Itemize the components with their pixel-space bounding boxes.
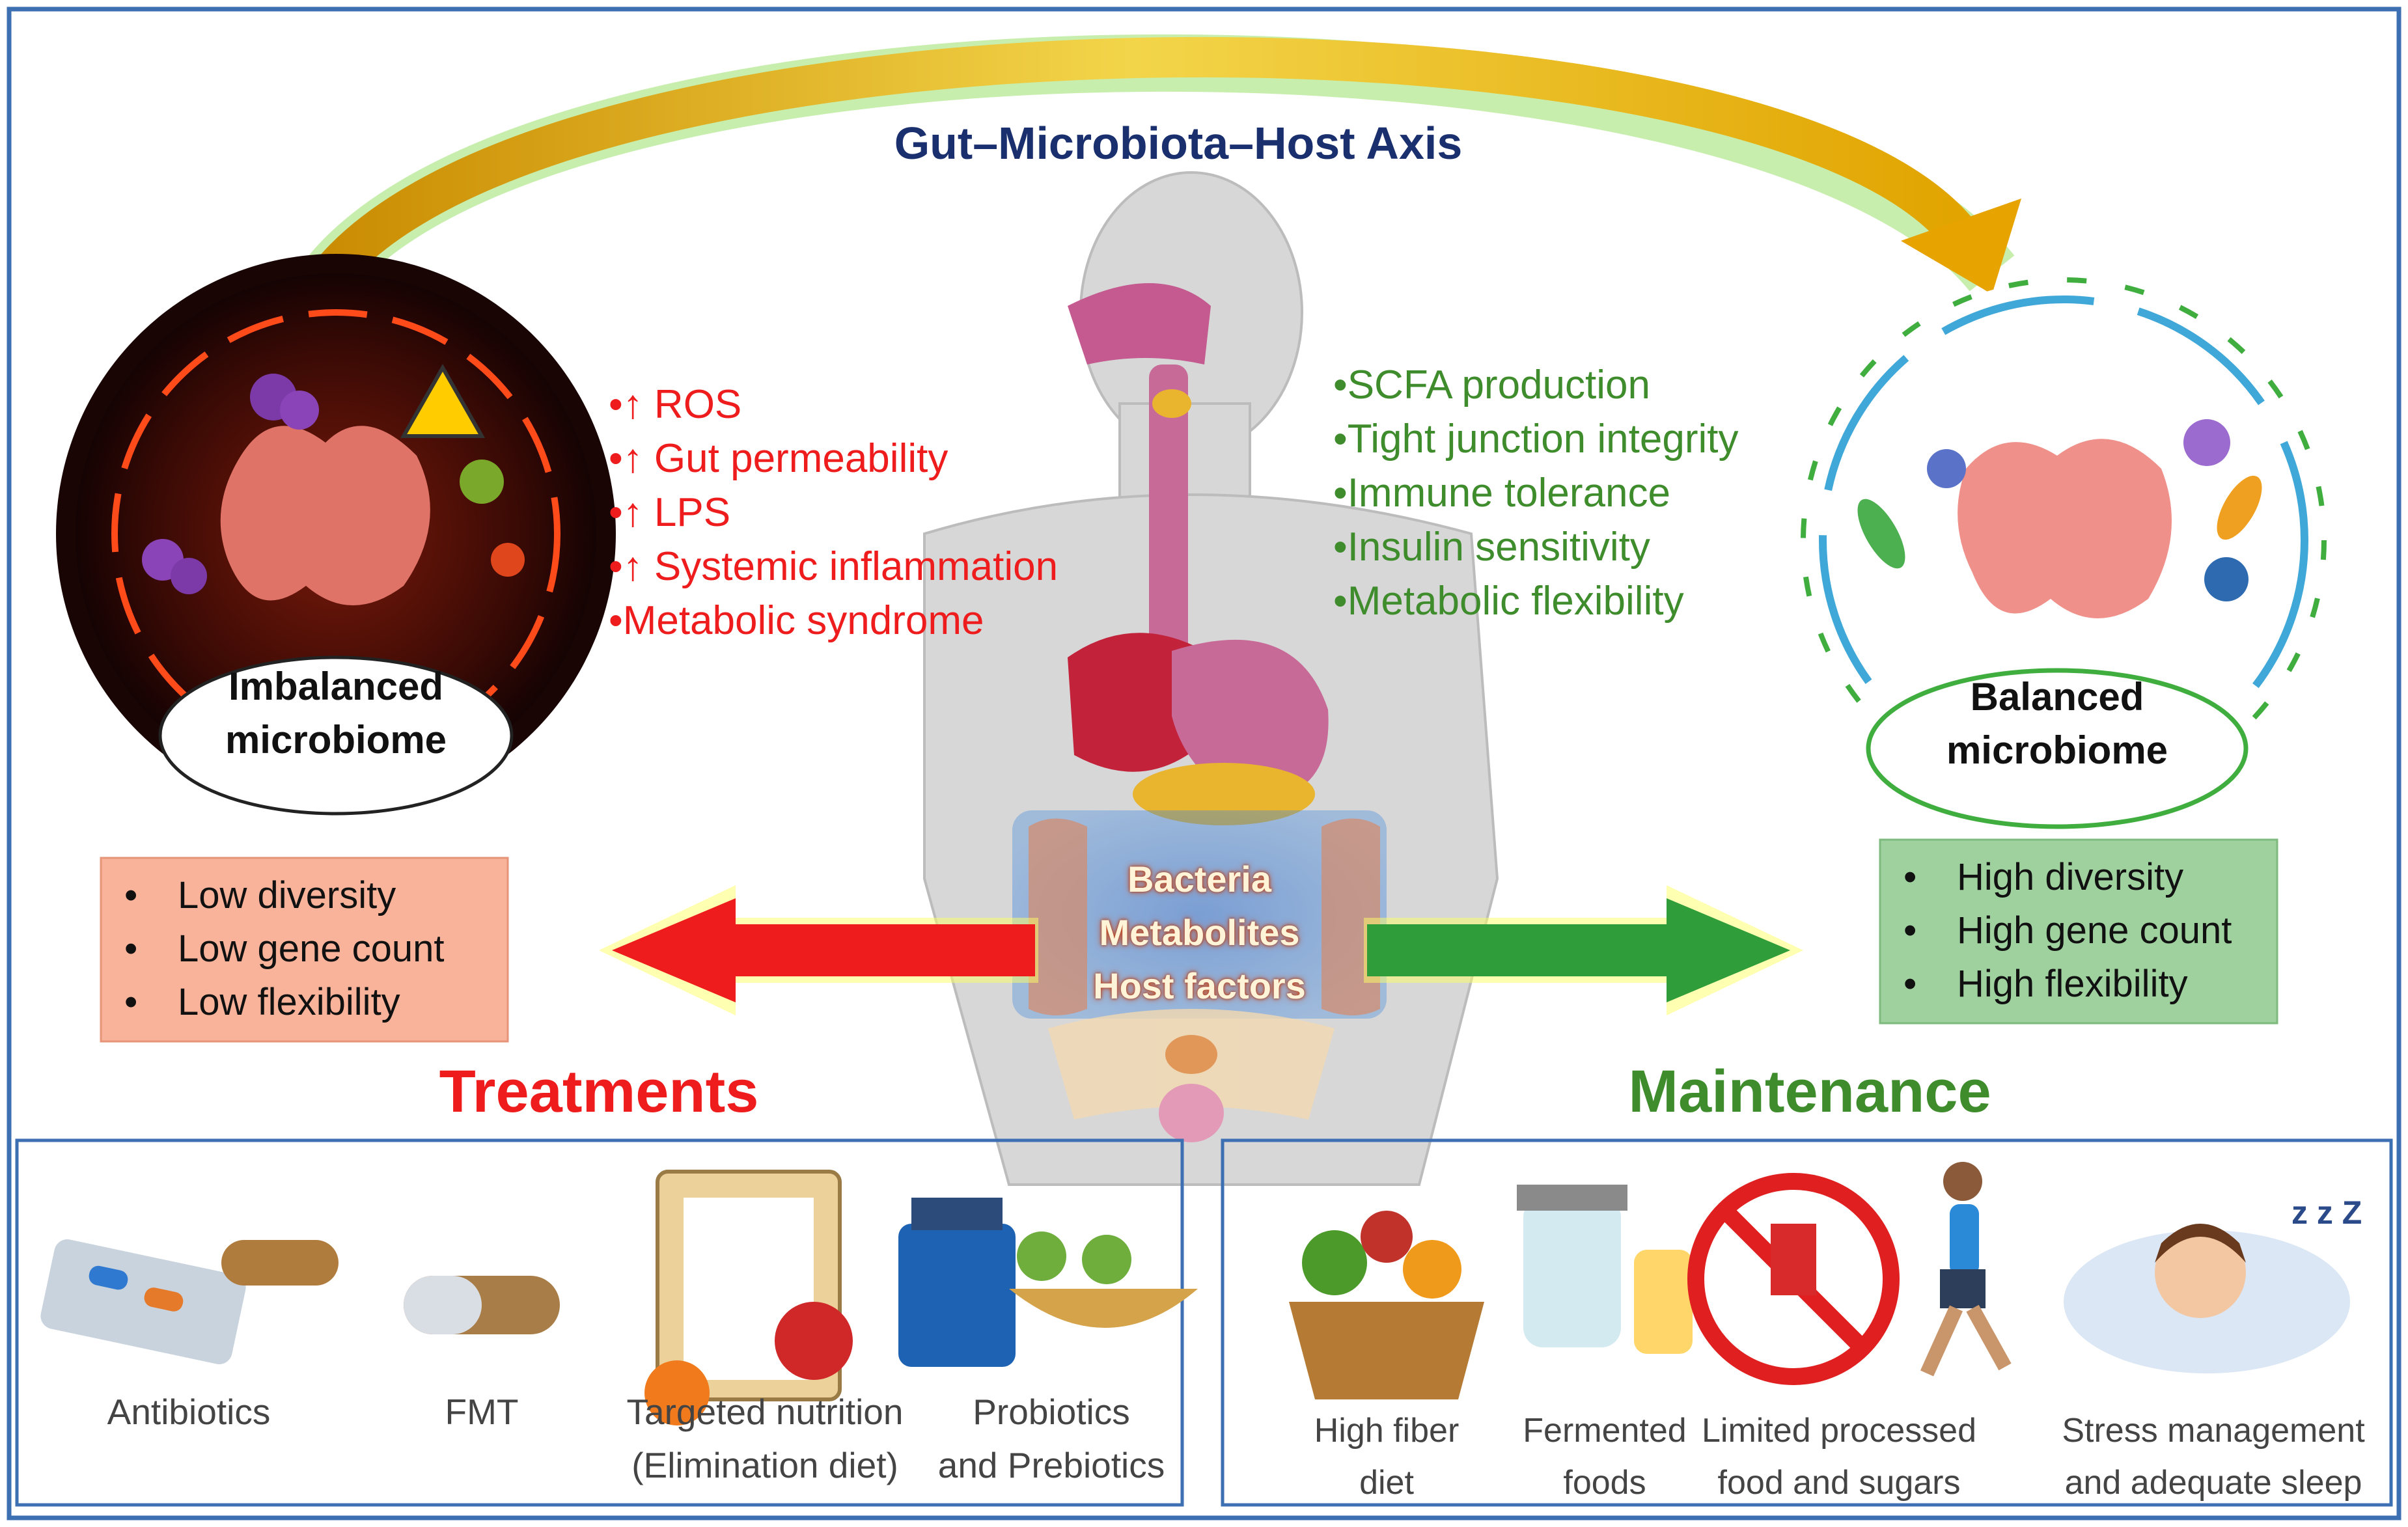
effect-immune-tolerance: •Immune tolerance [1333,471,1670,516]
imbalanced-microbiome-circle [56,254,616,816]
effect-lps: •↑ LPS [609,490,731,535]
no-processed-food-icon [1687,1173,1900,1385]
imbalanced-traits-list: Low diversity Low gene count Low flexibi… [101,869,445,1029]
outer-frame [7,7,2401,1520]
sleeping-person-icon: z z Z [2064,1194,2362,1373]
maintenance-panel [1221,1138,2393,1507]
digestive-tract [1068,283,1329,825]
fmt-capsule-icon [404,1276,560,1334]
maintenance-fermented-line1: Fermented [1523,1412,1687,1450]
trait-low-diversity: Low diversity [101,869,445,922]
top-arc-arrow [280,34,2021,325]
center-microbiome-panel [1012,810,1387,1019]
effect-insulin-sensitivity: •Insulin sensitivity [1333,525,1650,570]
fermented-jar-icon [1517,1185,1693,1354]
treatment-targeted-nutrition-line1: Targeted nutrition [626,1392,904,1432]
maintenance-limited-processed-line1: Limited processed [1702,1412,1976,1450]
trait-low-gene-count: Low gene count [101,922,445,976]
svg-text:z z Z: z z Z [2291,1194,2362,1231]
balanced-effects-list: •SCFA production •Tight junction integri… [1333,358,1738,628]
maintenance-limited-processed: Limited processed food and sugars [1686,1405,1992,1509]
antibiotics-icon [40,1239,339,1364]
treatment-antibiotics: Antibiotics [52,1385,325,1438]
center-label-host-factors: Host factors [1093,965,1306,1006]
maintenance-fermented-line2: foods [1563,1464,1646,1502]
diagram-title: Gut–Microbiota–Host Axis [894,118,1463,169]
green-arrow-right [1364,885,1803,1015]
pelvis-area [1048,1009,1335,1142]
trait-high-flexibility: High flexibility [1880,957,2232,1011]
treatment-antibiotics-label: Antibiotics [107,1392,271,1432]
effect-tight-junction: •Tight junction integrity [1333,417,1739,461]
probiotics-icon [898,1198,1198,1367]
center-label-bacteria: Bacteria [1127,859,1272,900]
center-label-metabolites: Metabolites [1099,912,1300,953]
treatment-targeted-nutrition: Targeted nutrition (Elimination diet) [589,1385,941,1492]
treatments-panel [15,1138,1184,1507]
treatment-targeted-nutrition-line2: (Elimination diet) [631,1445,898,1485]
treatment-probiotics-line2: and Prebiotics [937,1445,1165,1485]
maintenance-fermented: Fermented foods [1497,1405,1712,1509]
treatment-fmt-label: FMT [445,1392,519,1432]
effect-scfa: •SCFA production [1333,363,1650,407]
maintenance-fiber-line1: High fiber [1314,1412,1460,1450]
treatment-fmt: FMT [365,1385,599,1438]
maintenance-fiber: High fiber diet [1256,1405,1517,1509]
imbalanced-microbiome-label: Imbalanced microbiome [180,660,492,767]
balanced-label-line2: microbiome [1946,728,2168,772]
maintenance-heading: Maintenance [1628,1058,1991,1125]
fiber-basket-icon [1289,1211,1484,1399]
balanced-microbiome-label: Balanced microbiome [1901,670,2213,777]
maintenance-stress-sleep-line2: and adequate sleep [2064,1464,2362,1502]
center-labels: Bacteria Metabolites Host factors [1016,853,1383,1013]
trait-high-gene-count: High gene count [1880,904,2232,957]
balanced-microbiome-circle [1801,277,2327,829]
clipboard-icon [644,1170,853,1425]
maintenance-stress-sleep-line1: Stress management [2062,1412,2365,1450]
trait-low-flexibility: Low flexibility [101,976,445,1029]
treatment-probiotics-line1: Probiotics [973,1392,1130,1432]
effect-metabolic-syndrome: •Metabolic syndrome [609,598,984,643]
maintenance-fiber-line2: diet [1359,1464,1414,1502]
treatments-heading: Treatments [439,1058,759,1125]
treatment-probiotics: Probiotics and Prebiotics [924,1385,1178,1492]
effect-gut-permeability: •↑ Gut permeability [609,436,948,481]
effect-ros: •↑ ROS [609,382,742,427]
effect-metabolic-flexibility: •Metabolic flexibility [1333,579,1684,624]
trait-high-diversity: High diversity [1880,851,2232,904]
maintenance-limited-processed-line2: food and sugars [1717,1464,1961,1502]
maintenance-stress-sleep: Stress management and adequate sleep [2038,1405,2389,1509]
balanced-label-line1: Balanced [1970,675,2144,719]
imbalanced-effects-list: •↑ ROS •↑ Gut permeability •↑ LPS •↑ Sys… [609,378,1058,648]
imbalanced-label-line2: microbiome [225,718,447,762]
runner-icon [1920,1162,2012,1377]
balanced-traits-list: High diversity High gene count High flex… [1880,851,2232,1011]
effect-systemic-inflammation: •↑ Systemic inflammation [609,544,1059,589]
red-arrow-left [599,885,1038,1015]
imbalanced-label-line1: Imbalanced [228,665,444,708]
